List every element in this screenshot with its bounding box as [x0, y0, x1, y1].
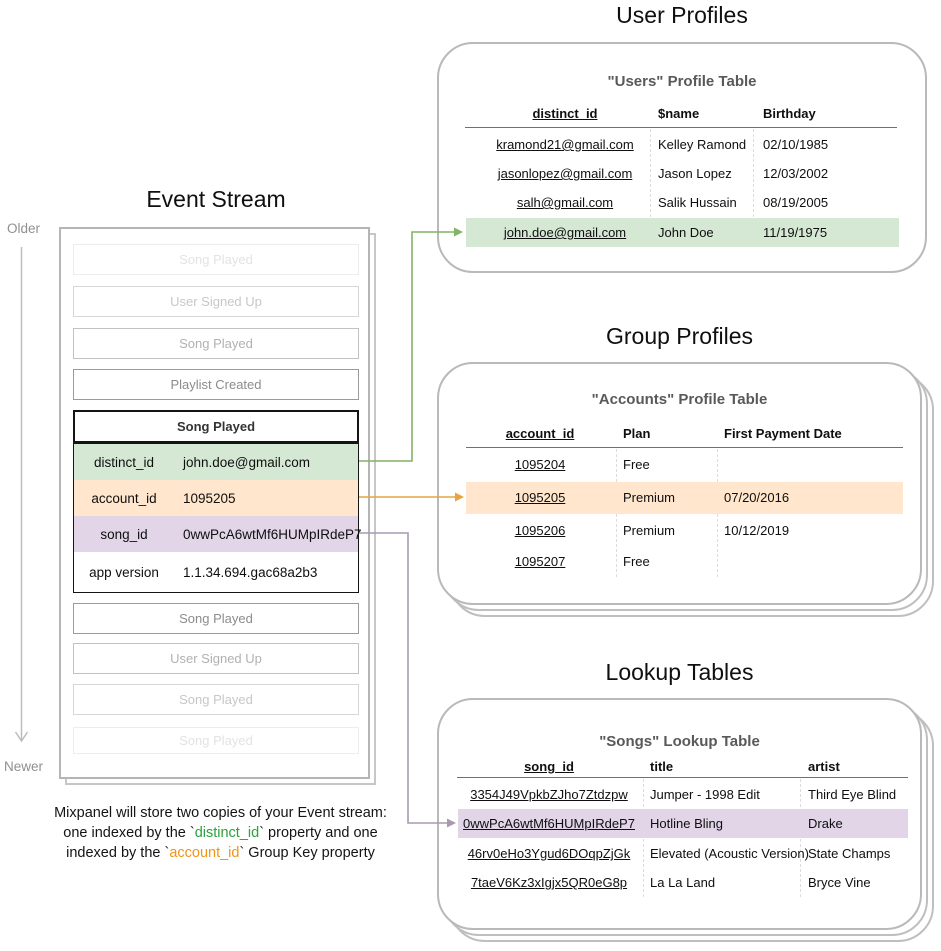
songs-cell-artist: State Champs	[808, 846, 891, 861]
event-box: Playlist Created	[73, 369, 359, 400]
caption-line3: indexed by the `account_id` Group Key pr…	[48, 843, 393, 863]
songs-cell-song-id: 46rv0eHo3Ygud6DOqpZjGk	[467, 846, 631, 861]
songs-cell-artist: Drake	[808, 816, 843, 831]
property-key: app version	[89, 564, 159, 580]
songs-table-title: "Songs" Lookup Table	[599, 733, 760, 750]
property-row-app-version: app version 1.1.34.694.gac68a2b3	[74, 552, 358, 592]
songs-column-separator	[800, 779, 801, 897]
users-cell-birthday: 02/10/1985	[763, 137, 829, 152]
users-table-title: "Users" Profile Table	[607, 73, 757, 90]
songs-header-rule	[457, 777, 908, 778]
accounts-cell-plan: Premium	[623, 490, 676, 505]
songs-cell-song-id: 3354J49VpkbZJho7Ztdzpw	[470, 787, 628, 802]
users-cell-birthday: 11/19/1975	[763, 225, 828, 240]
users-cell-distinct-id: salh@gmail.com	[516, 195, 614, 210]
caption-line2-post: ` property and one	[259, 825, 378, 841]
event-box: Song Played	[73, 328, 359, 359]
event-stream-title: Event Stream	[146, 186, 286, 212]
users-cell-distinct-id: kramond21@gmail.com	[496, 137, 634, 152]
user-profiles-section-title: User Profiles	[616, 2, 748, 28]
event-box: Song Played	[73, 727, 359, 754]
caption-line2: one indexed by the `distinct_id` propert…	[48, 823, 393, 843]
users-header-distinct-id: distinct_id	[532, 106, 598, 121]
older-label: Older	[7, 221, 41, 236]
accounts-cell-first-payment-date: 07/20/2016	[724, 490, 790, 505]
accounts-cell-first-payment-date: 10/12/2019	[724, 523, 790, 538]
event-box: User Signed Up	[73, 286, 359, 317]
event-box: Song Played	[73, 603, 359, 634]
caption-line2-pre: one indexed by the `	[63, 825, 195, 841]
lookup-tables-section-title: Lookup Tables	[605, 659, 754, 685]
users-cell-name: Salik Hussain	[658, 195, 737, 210]
property-value: 1095205	[183, 490, 236, 506]
songs-cell-artist: Third Eye Blind	[808, 787, 897, 802]
songs-highlighted-row-band	[458, 809, 908, 838]
users-column-separator	[650, 129, 651, 247]
event-box: Song Played	[73, 684, 359, 715]
users-cell-birthday: 08/19/2005	[763, 195, 829, 210]
property-value: john.doe@gmail.com	[183, 454, 311, 470]
accounts-cell-account-id: 1095205	[514, 490, 566, 505]
users-header-rule	[465, 127, 897, 128]
songs-cell-title: Elevated (Acoustic Version)	[650, 846, 809, 861]
event-box: Song Played	[73, 244, 359, 275]
users-header-name: $name	[658, 106, 700, 121]
accounts-table-title: "Accounts" Profile Table	[591, 391, 768, 408]
accounts-cell-plan: Free	[623, 554, 650, 569]
property-value: 0wwPcA6wtMf6HUMpIRdeP7	[183, 526, 362, 542]
property-key: account_id	[91, 490, 157, 506]
caption-distinct-id-key: distinct_id	[194, 825, 260, 841]
selected-event-header: Song Played	[73, 410, 359, 443]
caption-line3-post: ` Group Key property	[239, 845, 375, 861]
users-header-birthday: Birthday	[763, 106, 816, 121]
accounts-highlighted-row-band	[466, 482, 903, 514]
songs-header-title: title	[650, 759, 674, 774]
songs-cell-title: Hotline Bling	[650, 816, 723, 831]
songs-cell-song-id: 7taeV6Kz3xIgjx5QR0eG8p	[470, 875, 628, 890]
songs-cell-title: Jumper - 1998 Edit	[650, 787, 760, 802]
accounts-header-account-id: account_id	[505, 426, 575, 441]
users-cell-name: John Doe	[658, 225, 714, 240]
accounts-cell-plan: Premium	[623, 523, 676, 538]
newer-label: Newer	[4, 759, 44, 774]
accounts-header-rule	[466, 447, 903, 448]
caption-account-id-key: account_id	[169, 845, 240, 861]
songs-cell-title: La La Land	[650, 875, 716, 890]
property-key: song_id	[100, 526, 148, 542]
accounts-cell-plan: Free	[623, 457, 650, 472]
selected-event-properties: distinct_id john.doe@gmail.com account_i…	[73, 443, 362, 593]
users-highlighted-row-band	[466, 218, 899, 247]
accounts-header-first-payment-date: First Payment Date	[724, 426, 842, 441]
songs-cell-artist: Bryce Vine	[808, 875, 871, 890]
caption-line3-pre: indexed by the `	[66, 845, 170, 861]
users-cell-birthday: 12/03/2002	[763, 166, 829, 181]
users-cell-distinct-id: john.doe@gmail.com	[503, 225, 627, 240]
property-row-account-id: account_id 1095205	[74, 480, 358, 516]
songs-cell-song-id: 0wwPcA6wtMf6HUMpIRdeP7	[463, 816, 635, 831]
accounts-cell-account-id: 1095207	[514, 554, 566, 569]
caption: Mixpanel will store two copies of your E…	[48, 803, 393, 863]
property-key: distinct_id	[93, 454, 155, 470]
songs-header-song-id: song_id	[524, 759, 574, 774]
users-cell-name: Jason Lopez	[658, 166, 732, 181]
accounts-cell-account-id: 1095204	[514, 457, 566, 472]
event-box: User Signed Up	[73, 643, 359, 674]
users-cell-distinct-id: jasonlopez@gmail.com	[497, 166, 633, 181]
accounts-header-plan: Plan	[623, 426, 651, 441]
users-column-separator	[753, 129, 754, 247]
accounts-cell-account-id: 1095206	[514, 523, 566, 538]
group-profiles-section-title: Group Profiles	[605, 323, 753, 349]
songs-header-artist: artist	[808, 759, 840, 774]
users-cell-name: Kelley Ramond	[658, 137, 747, 152]
caption-line1: Mixpanel will store two copies of your E…	[54, 805, 387, 821]
property-value: 1.1.34.694.gac68a2b3	[183, 564, 318, 580]
property-row-distinct-id: distinct_id john.doe@gmail.com	[74, 444, 358, 480]
property-row-song-id: song_id 0wwPcA6wtMf6HUMpIRdeP7	[74, 516, 362, 552]
songs-column-separator	[643, 779, 644, 897]
timeline-arrow	[14, 247, 29, 743]
